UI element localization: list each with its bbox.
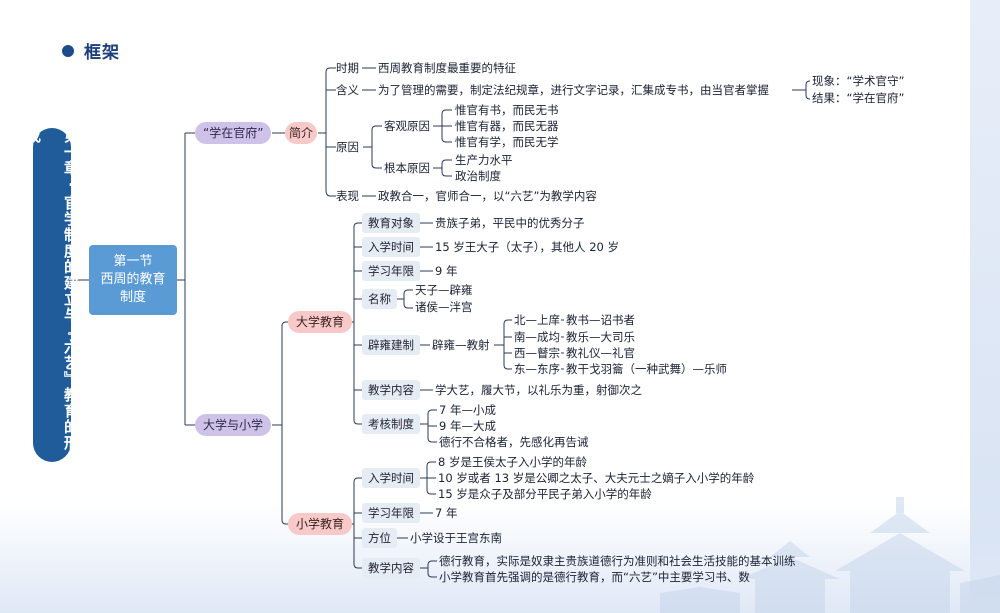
assessment-item: 9 年—大成 (439, 419, 496, 434)
university-content-text: 学大艺，履大节，以礼乐为重，射御次之 (435, 383, 642, 398)
primary-content-label: 教学内容 (362, 558, 420, 578)
primary-entry-item: 8 岁是王侯太子入小学的年龄 (438, 455, 587, 470)
primary-years-label: 学习年限 (362, 503, 420, 523)
primary-entry-item: 10 岁或者 13 岁是公卿之太子、大夫元士之嫡子入小学的年龄 (438, 471, 754, 486)
primary-content-item: 小学教育首先强调的是德行教育，而“六艺”中主要学习书、数 (439, 570, 750, 585)
primary-entry-item: 15 岁是众子及部分平民子弟入小学的年龄 (438, 487, 652, 502)
primary-entry-label: 入学时间 (362, 468, 420, 488)
primary-location-label: 方位 (362, 528, 397, 548)
university-content-label: 教学内容 (362, 380, 420, 400)
assessment-label: 考核制度 (362, 414, 420, 434)
primary-years-text: 7 年 (435, 506, 457, 521)
primary-content-item: 德行教育，实际是奴隶主贵族道德行为准则和社会生活技能的基本训练 (439, 554, 796, 569)
assessment-item: 7 年—小成 (439, 403, 496, 418)
primary-location-text: 小学设于王宫东南 (410, 531, 502, 546)
assessment-item: 德行不合格者，先感化再告诫 (439, 435, 589, 450)
